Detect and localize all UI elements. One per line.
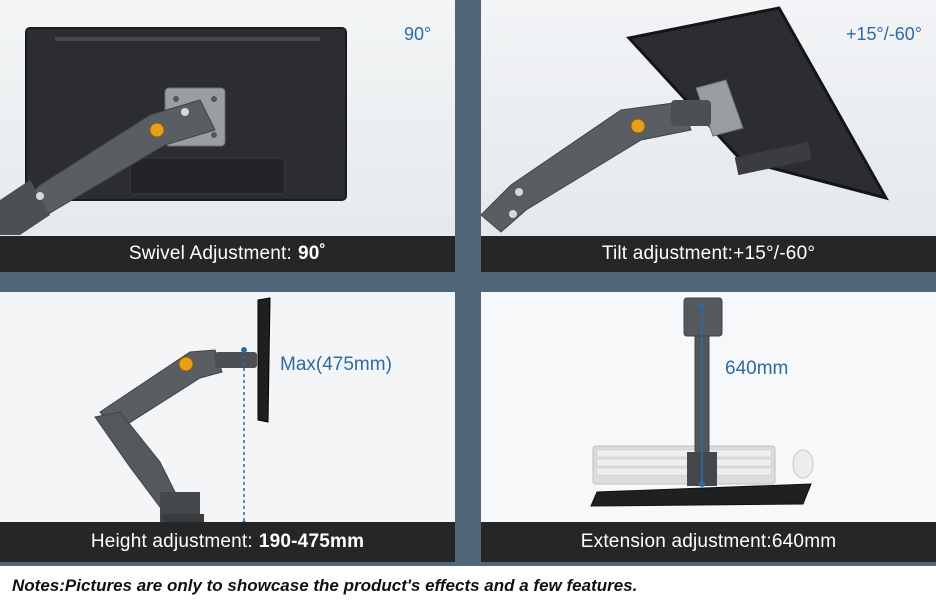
- height-caption-separator: :: [247, 531, 253, 552]
- keyboard-keys: [596, 449, 772, 476]
- tilt-caption: Tilt adjustment:+15°/-60°: [481, 236, 936, 272]
- swivel-illustration: [0, 27, 347, 235]
- extension-panel: 640mm Extension adjustment:640mm: [481, 292, 936, 562]
- swivel-caption: Swivel Adjustment : 90˚: [0, 236, 455, 272]
- monitor-side: [257, 297, 271, 423]
- tension-knob: [630, 118, 646, 134]
- tilt-illustration: [481, 6, 890, 233]
- extension-illustration: [590, 297, 814, 507]
- tilt-caption-text: Tilt adjustment:+15°/-60°: [601, 243, 816, 264]
- keyboard-tray: [590, 483, 812, 507]
- height-caption-label: Height adjustment: [90, 531, 248, 552]
- monitor-mount-top: [683, 297, 723, 337]
- notes-text: Notes:Pictures are only to showcase the …: [12, 576, 638, 595]
- tilt-panel: +15°/-60° Tilt adjustment:+15°/-60°: [481, 0, 936, 272]
- monitor-vent: [129, 157, 286, 195]
- swivel-angle-label: 90°: [404, 24, 432, 44]
- extension-caption-text: Extension adjustment:640mm: [580, 531, 837, 552]
- tilt-angle-label: +15°/-60°: [846, 24, 922, 44]
- arm-upper-tilted: [481, 101, 692, 233]
- tension-knob: [149, 122, 165, 138]
- desk-clamp: [162, 514, 204, 522]
- monitor-vent-tilted: [734, 141, 812, 176]
- swivel-caption-value: 90˚: [298, 243, 327, 264]
- mouse: [792, 449, 814, 479]
- swivel-panel: 90° Swivel Adjustment : 90˚: [0, 0, 455, 272]
- tension-knob: [178, 356, 194, 372]
- height-caption: Height adjustment : 190-475mm: [0, 522, 455, 562]
- arm-head: [671, 100, 711, 126]
- extension-length-label: 640mm: [725, 358, 789, 379]
- monitor-top-slot: [55, 37, 320, 41]
- height-max-label: Max(475mm): [280, 354, 392, 375]
- height-panel: Max(475mm) Height adjustment : 190-475mm: [0, 292, 455, 562]
- image-grid: 90° Swivel Adjustment : 90˚ +15°/-60° Ti…: [0, 0, 936, 566]
- height-illustration: [94, 297, 271, 527]
- swivel-caption-label: Swivel Adjustment: [128, 243, 287, 264]
- extension-caption: Extension adjustment:640mm: [481, 522, 936, 562]
- swivel-caption-separator: :: [286, 243, 292, 264]
- arm-head: [215, 352, 257, 368]
- height-caption-value: 190-475mm: [258, 531, 365, 552]
